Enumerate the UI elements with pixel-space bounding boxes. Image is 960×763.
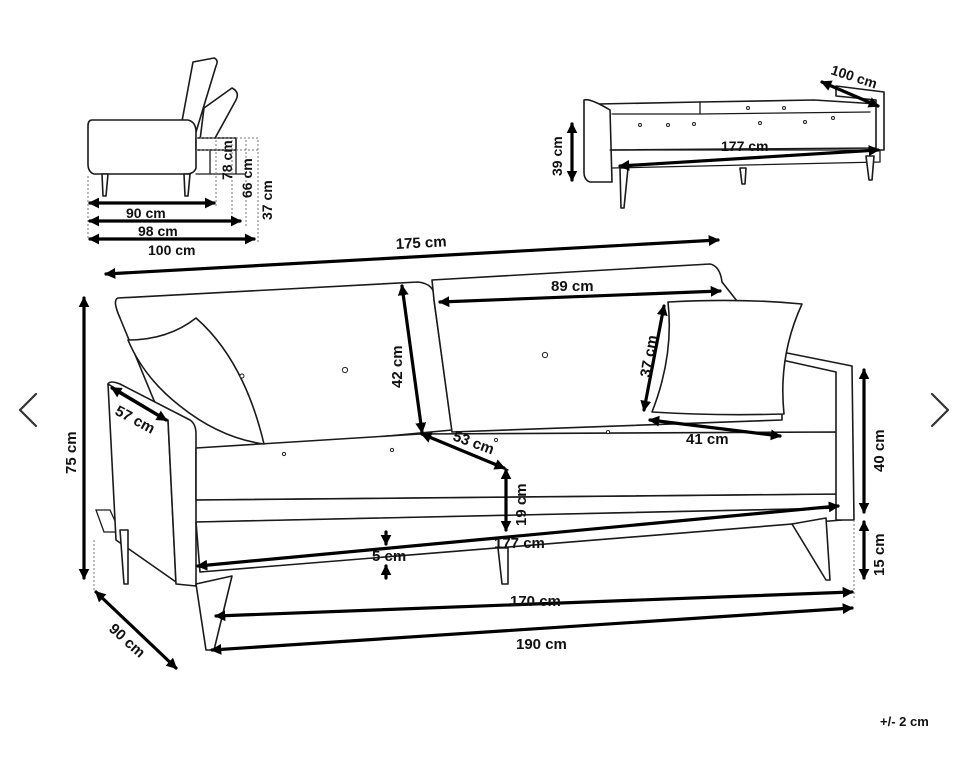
chevron-right-icon	[930, 392, 950, 428]
main-total-width-190-label: 190 cm	[516, 636, 567, 653]
main-leg-height-15-label: 15 cm	[871, 533, 888, 576]
side-depth-90-label: 90 cm	[126, 205, 166, 221]
bed-height-39-label: 39 cm	[549, 136, 565, 176]
tolerance-note: +/- 2 cm	[880, 714, 929, 729]
side-height-66-label: 66 cm	[239, 158, 255, 198]
chevron-left-icon	[18, 392, 38, 428]
main-seat-width-177-label: 177 cm	[494, 535, 545, 552]
side-height-78-label: 78 cm	[219, 140, 235, 180]
main-view-drawing	[78, 235, 870, 670]
main-leg-span-170-label: 170 cm	[510, 593, 561, 610]
bed-view-drawing	[566, 80, 885, 209]
main-back-width-89-label: 89 cm	[551, 278, 594, 295]
side-depth-98-label: 98 cm	[138, 223, 178, 239]
main-arm-height-40-label: 40 cm	[871, 429, 888, 472]
main-width-175-label: 175 cm	[395, 233, 447, 253]
side-depth-100-label: 100 cm	[148, 242, 195, 258]
next-image-button[interactable]	[914, 380, 954, 440]
main-height-75-label: 75 cm	[63, 431, 80, 474]
main-depth-90-label: 90 cm	[105, 620, 148, 661]
main-back-height-42-label: 42 cm	[389, 345, 406, 388]
bed-length-177-label: 177 cm	[721, 138, 768, 154]
main-seat-height-19-label: 19 cm	[513, 483, 530, 526]
main-pillow-width-41-label: 41 cm	[686, 431, 729, 448]
previous-image-button[interactable]	[8, 380, 48, 440]
main-base-5-label: 5 cm	[372, 548, 406, 565]
side-height-37-label: 37 cm	[259, 180, 275, 220]
